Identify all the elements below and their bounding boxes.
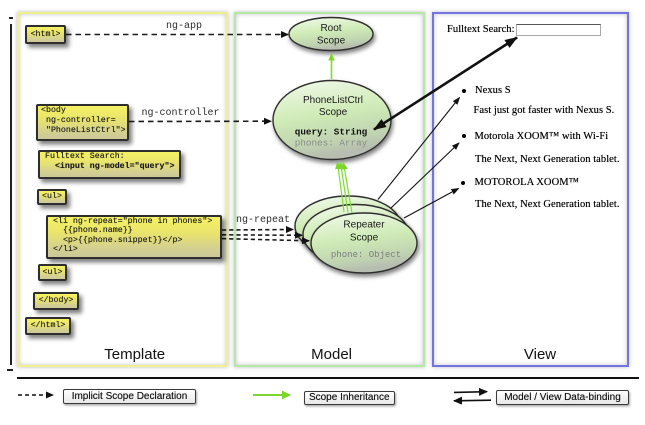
svg-text:Repeater: Repeater xyxy=(343,220,385,231)
svg-text:Scope: Scope xyxy=(319,107,348,118)
svg-text:Scope: Scope xyxy=(350,233,379,244)
svg-text:PhoneListCtrl: PhoneListCtrl xyxy=(303,95,363,106)
svg-text:phones: Array: phones: Array xyxy=(295,138,368,149)
svg-text:Root: Root xyxy=(320,23,341,34)
svg-text:query: String: query: String xyxy=(295,126,368,137)
svg-text:phone: Object: phone: Object xyxy=(331,250,401,260)
svg-text:Scope: Scope xyxy=(317,35,346,46)
